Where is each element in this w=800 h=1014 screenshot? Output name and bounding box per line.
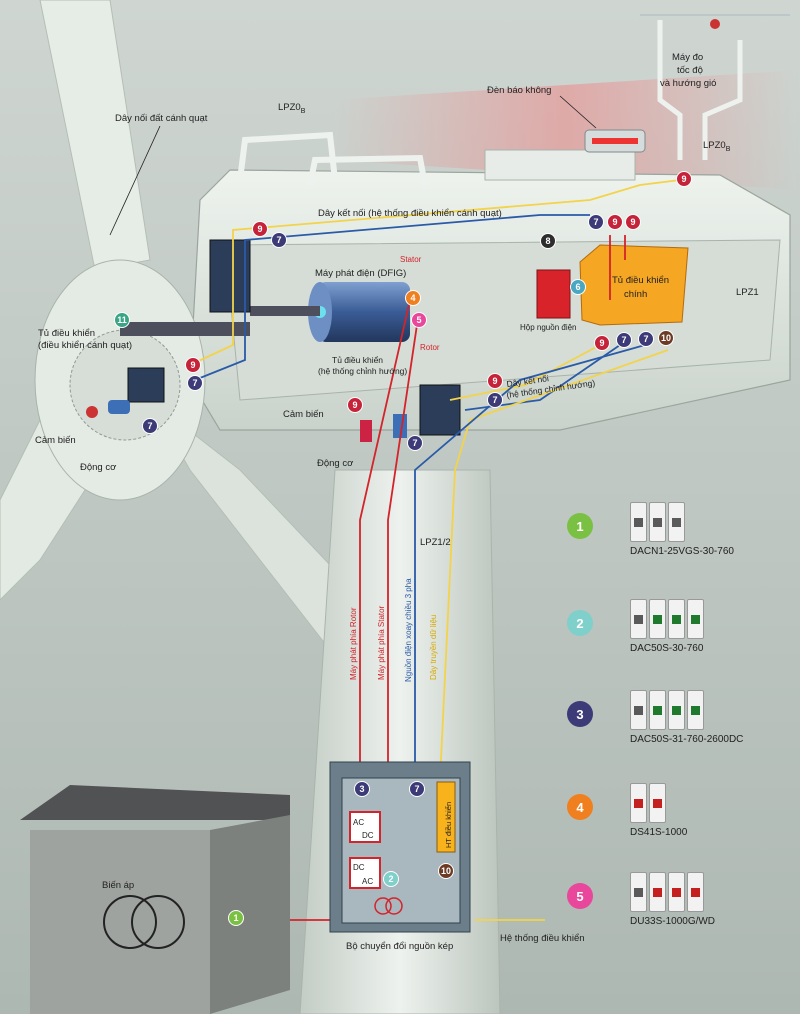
label-v-rotor: Máy phát phía Rotor xyxy=(349,607,358,680)
label-blade-ground: Dây nối đất cánh quạt xyxy=(115,113,208,124)
spd-module-icon xyxy=(630,502,685,542)
label-dc-1: DC xyxy=(362,831,374,840)
badge-7: 7 xyxy=(616,332,632,348)
main-cabinet xyxy=(579,244,689,326)
badge-2: 2 xyxy=(383,871,399,887)
badge-1: 1 xyxy=(228,910,244,926)
label-motor-1: Động cơ xyxy=(80,462,116,473)
legend-item-1: 1 DACN1-25VGS-30-760 xyxy=(560,502,780,592)
hub-motor-sensors xyxy=(86,400,130,418)
front-cabinet xyxy=(209,239,251,313)
legend-number-1: 1 xyxy=(567,513,593,539)
label-main-cabinet-2: chính xyxy=(624,289,647,300)
spd-module-icon xyxy=(630,599,704,639)
badge-9: 9 xyxy=(676,171,692,187)
badge-10: 10 xyxy=(658,330,674,346)
label-main-cabinet-1: Tủ điều khiển xyxy=(612,275,669,286)
badge-9: 9 xyxy=(347,397,363,413)
generator xyxy=(250,282,410,342)
label-v-bus: Dây truyền dữ liệu xyxy=(429,615,438,680)
label-v-dc3: Nguồn điện xoay chiều 3 pha xyxy=(404,578,413,682)
badge-3: 3 xyxy=(354,781,370,797)
badge-9: 9 xyxy=(252,221,268,237)
label-v-stator: Máy phát phía Stator xyxy=(377,605,386,680)
badge-7: 7 xyxy=(588,214,604,230)
legend-number-3: 3 xyxy=(567,701,593,727)
badge-7: 7 xyxy=(638,331,654,347)
label-generator: Máy phát điện (DFIG) xyxy=(315,268,406,279)
badge-11: 11 xyxy=(114,312,130,328)
label-sensor-1: Cảm biến xyxy=(35,435,76,446)
label-converter: Bộ chuyển đổi nguồn kép xyxy=(346,941,453,952)
label-beacon: Đèn báo không xyxy=(487,85,551,96)
legend-number-4: 4 xyxy=(567,794,593,820)
anemometer xyxy=(640,14,790,160)
spd-module-icon xyxy=(630,872,704,912)
pitch-cabinet xyxy=(127,367,165,403)
badge-4: 4 xyxy=(405,290,421,306)
legend-code-1: DACN1-25VGS-30-760 xyxy=(630,546,734,557)
badge-5: 5 xyxy=(411,312,427,328)
converter-box xyxy=(329,761,471,933)
badge-9: 9 xyxy=(594,335,610,351)
badge-7: 7 xyxy=(487,392,503,408)
label-rotor: Rotor xyxy=(420,343,440,352)
legend-code-2: DAC50S-30-760 xyxy=(630,643,704,654)
label-lpz0b-1: LPZ0B xyxy=(278,102,306,115)
yaw-cabinet xyxy=(419,384,461,436)
badge-9: 9 xyxy=(625,214,641,230)
spd-module-icon xyxy=(630,783,666,823)
transformer-house xyxy=(20,785,290,1014)
badge-7: 7 xyxy=(407,435,423,451)
badge-7: 7 xyxy=(142,418,158,434)
label-control-system: Hệ thống điều khiển xyxy=(500,933,585,944)
label-yaw-cabinet-2: (hệ thống chỉnh hướng) xyxy=(318,366,407,376)
label-connection: Dây kết nối (hệ thống điều khiển cánh qu… xyxy=(318,208,502,219)
badge-10: 10 xyxy=(438,863,454,879)
label-ac-1: AC xyxy=(353,818,364,827)
wiring xyxy=(180,179,681,921)
label-stator: Stator xyxy=(400,255,422,264)
legend-code-4: DS41S-1000 xyxy=(630,827,688,838)
label-yaw-cabinet-1: Tủ điều khiển xyxy=(332,355,383,365)
label-ac-2: AC xyxy=(362,877,373,886)
legend-number-5: 5 xyxy=(567,883,593,909)
legend-number-2: 2 xyxy=(567,610,593,636)
badge-7: 7 xyxy=(271,232,287,248)
label-anemometer-3: và hướng gió xyxy=(660,78,716,89)
label-lpz12: LPZ1/2 xyxy=(420,537,451,548)
legend-item-2: 2 DAC50S-30-760 xyxy=(560,599,780,689)
legend-code-5: DU33S-1000G/WD xyxy=(630,916,716,927)
badge-9: 9 xyxy=(487,373,503,389)
label-anemometer-2: tốc độ xyxy=(677,65,703,76)
spd-module-icon xyxy=(630,690,704,730)
badge-7: 7 xyxy=(187,375,203,391)
legend-item-5: 5 DU33S-1000G/WD xyxy=(560,872,780,962)
legend-item-3: 3 DAC50S-31-760-2600DC xyxy=(560,690,780,780)
label-sensor-2: Cảm biến xyxy=(283,409,324,420)
legend-item-4: 4 DS41S-1000 xyxy=(560,783,780,873)
badge-9: 9 xyxy=(185,357,201,373)
badge-8: 8 xyxy=(540,233,556,249)
warning-beacon xyxy=(584,129,646,153)
label-transformer: Biến áp xyxy=(102,880,134,891)
label-dc-2: DC xyxy=(353,863,365,872)
label-lpz0b-2: LPZ0B xyxy=(703,140,731,153)
label-pitch-cabinet-2: (điều khiển cánh quạt) xyxy=(38,340,132,351)
legend-code-3: DAC50S-31-760-2600DC xyxy=(630,734,744,745)
label-power-box: Hộp nguồn điện xyxy=(520,323,577,332)
label-lpz1: LPZ1 xyxy=(736,287,759,298)
label-anemometer-1: Máy đo xyxy=(672,52,703,63)
power-box xyxy=(536,269,571,319)
label-pitch-cabinet-1: Tủ điều khiển xyxy=(38,328,95,339)
label-motor-2: Động cơ xyxy=(317,458,353,469)
badge-9: 9 xyxy=(607,214,623,230)
label-ht-control: HT điều khiển xyxy=(444,802,453,848)
badge-7: 7 xyxy=(409,781,425,797)
badge-6: 6 xyxy=(570,279,586,295)
